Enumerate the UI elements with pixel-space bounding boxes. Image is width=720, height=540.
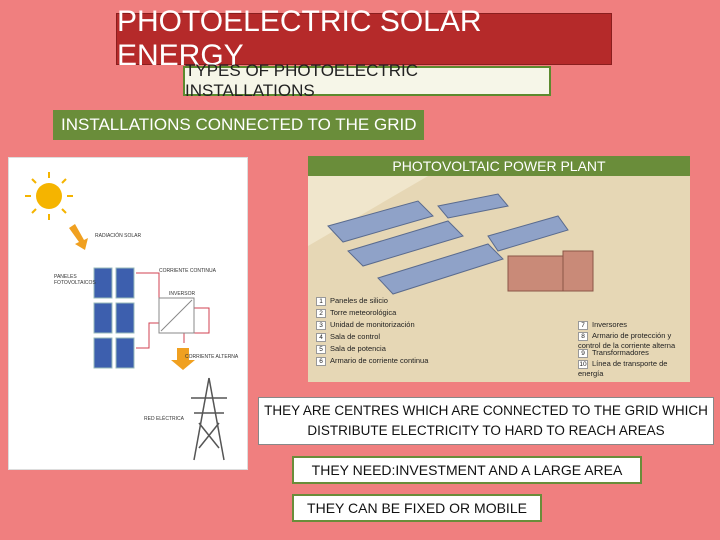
power-tower-icon — [191, 377, 227, 461]
building-icon — [507, 250, 594, 292]
panel-rows — [327, 193, 569, 295]
label-grid: RED ELÉCTRICA — [144, 416, 185, 422]
ac-arrow — [171, 348, 195, 370]
solar-panels — [93, 267, 135, 369]
diagram-drawing — [25, 172, 227, 461]
needs-text: THEY NEED:INVESTMENT AND A LARGE AREA — [292, 456, 642, 484]
label-inverter: INVERSOR — [169, 291, 196, 297]
plant-drawing — [308, 176, 690, 382]
label-radiation: RADIACIÓN SOLAR — [95, 233, 142, 239]
radiation-arrow — [69, 224, 88, 250]
slide-subtitle: TYPES OF PHOTOELECTRIC INSTALLATIONS — [183, 61, 551, 100]
label-dc: CORRIENTE CONTINUA — [159, 268, 216, 274]
description-text: THEY ARE CENTRES WHICH ARE CONNECTED TO … — [258, 397, 714, 445]
slide-title: PHOTOELECTRIC SOLAR ENERGY — [116, 5, 612, 72]
label-ac: CORRIENTE ALTERNA — [185, 354, 239, 360]
sun-icon — [25, 172, 73, 220]
section-heading: INSTALLATIONS CONNECTED TO THE GRID — [53, 110, 424, 140]
plant-title: PHOTOVOLTAIC POWER PLANT — [308, 156, 690, 176]
label-panels: PANELES FOTOVOLTAICOS — [54, 274, 96, 286]
fixed-or-mobile-text: THEY CAN BE FIXED OR MOBILE — [292, 494, 542, 522]
grid-connection-diagram: RADIACIÓN SOLAR PANELES FOTOVOLTAICOS CO… — [8, 157, 248, 470]
wiring — [136, 272, 210, 349]
